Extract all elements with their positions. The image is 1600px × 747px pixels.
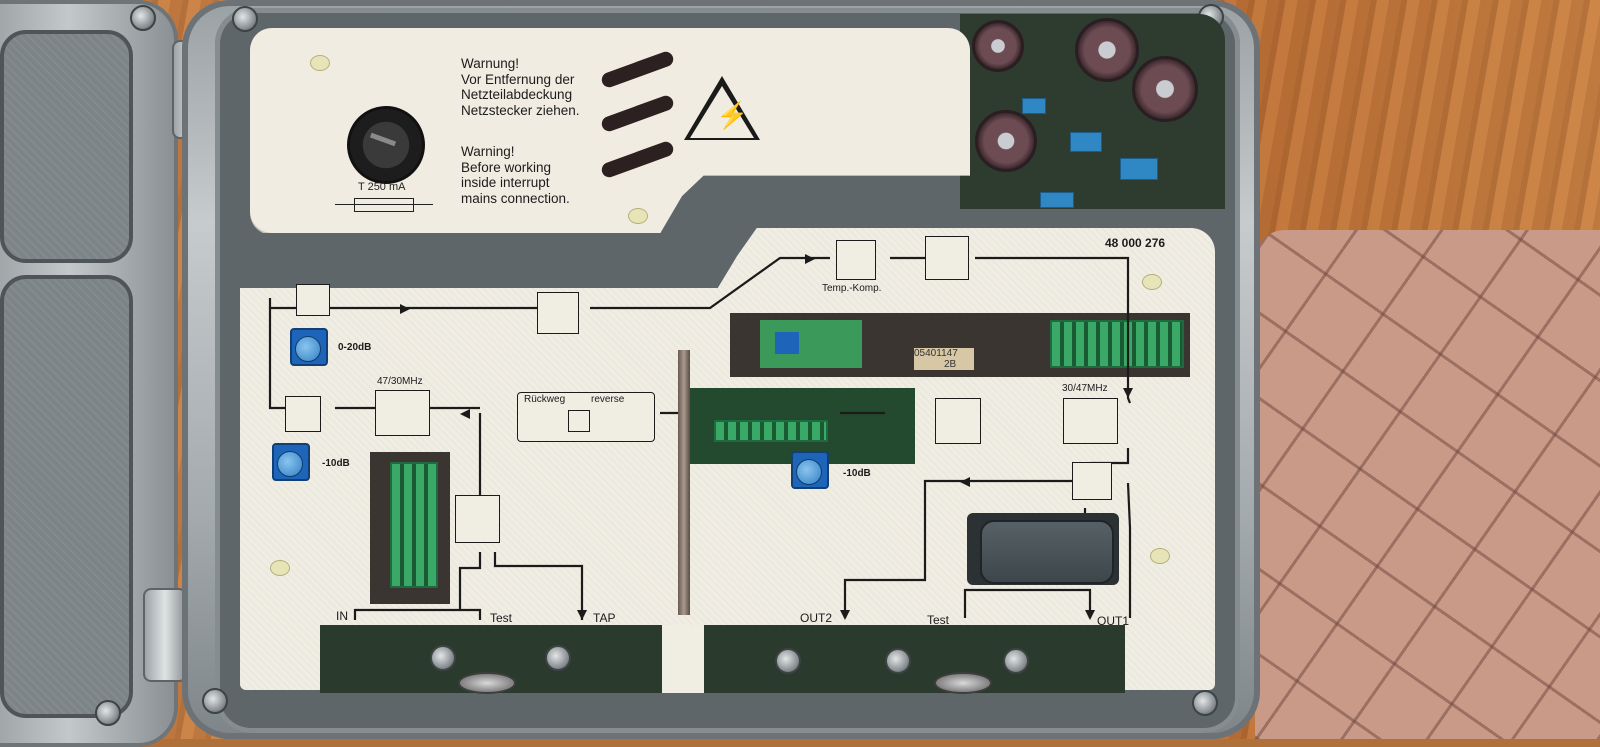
lightning-bolt-icon: ⚡ bbox=[716, 100, 749, 130]
hinge-bottom bbox=[143, 588, 187, 682]
blue-component bbox=[1070, 132, 1102, 152]
capacitor bbox=[975, 110, 1037, 172]
part-number: 48 000 276 bbox=[1105, 236, 1166, 250]
return-amplifier-symbol bbox=[568, 410, 590, 432]
housing-screw-tl bbox=[232, 6, 258, 32]
attenuator-pot-10db-left[interactable] bbox=[272, 443, 310, 481]
terminal-screw bbox=[885, 648, 911, 674]
terminal-screw bbox=[1003, 648, 1029, 674]
warning-english: Warning! Before working inside interrupt… bbox=[461, 144, 570, 206]
blue-component bbox=[1040, 192, 1074, 208]
lid-panel-upper bbox=[0, 30, 133, 263]
attenuator-pot-0-20db[interactable] bbox=[290, 328, 328, 366]
splitter-symbol bbox=[1072, 462, 1112, 500]
attenuator-pot-10db-center[interactable] bbox=[791, 451, 829, 489]
right-attenuator-symbol bbox=[935, 398, 981, 444]
fuse-symbol bbox=[335, 198, 433, 212]
lid-screw-bottom bbox=[95, 700, 121, 726]
tap-coupler-symbol bbox=[455, 495, 500, 543]
att-0-20db-label: 0-20dB bbox=[338, 342, 372, 353]
bay-separator bbox=[662, 625, 704, 693]
terminal-screw bbox=[775, 648, 801, 674]
attenuator-symbol bbox=[296, 284, 330, 316]
filter-right-label: 30/47MHz bbox=[1062, 383, 1108, 394]
mount-clip bbox=[1150, 548, 1170, 564]
capacitor bbox=[1132, 56, 1198, 122]
temp-comp-symbol bbox=[836, 240, 876, 280]
temp-comp-label: Temp.-Komp. bbox=[822, 283, 882, 294]
pcb-code: 05401147 bbox=[914, 348, 958, 359]
port-out2-label: OUT2 bbox=[800, 611, 833, 625]
fuse-holder bbox=[347, 106, 425, 184]
mount-clip bbox=[270, 560, 290, 576]
return-path-label: Rückweg bbox=[524, 394, 566, 405]
port-tap-label: TAP bbox=[593, 611, 616, 625]
blue-component bbox=[1022, 98, 1046, 114]
housing-screw-bl bbox=[202, 688, 228, 714]
terminal-screw bbox=[545, 645, 571, 671]
lid-panel-lower bbox=[0, 275, 133, 718]
forward-amplifier-symbol bbox=[537, 292, 579, 334]
mount-clip bbox=[628, 208, 648, 224]
warning-german: Warnung! Vor Entfernung der Netzteilabde… bbox=[461, 56, 580, 118]
shield-divider bbox=[678, 350, 690, 615]
patterned-rug bbox=[1255, 230, 1600, 739]
return-attenuator-symbol bbox=[285, 396, 321, 432]
diplex-filter-left bbox=[375, 390, 430, 436]
capacitor bbox=[972, 20, 1024, 72]
center-pin-header bbox=[714, 420, 828, 442]
port-out1-label: OUT1 bbox=[1097, 614, 1130, 628]
port-test-left-label: Test bbox=[490, 611, 513, 625]
output-amplifier-symbol bbox=[925, 236, 969, 280]
mount-clip bbox=[1142, 274, 1162, 290]
terminal-screw bbox=[430, 645, 456, 671]
pot-knob-icon[interactable] bbox=[796, 459, 822, 485]
pcb-code-2: 2B bbox=[944, 359, 957, 370]
signal-flow-diagram bbox=[268, 254, 1133, 620]
pot-knob-icon[interactable] bbox=[295, 336, 321, 362]
capacitor bbox=[1075, 18, 1139, 82]
lid-screw-top bbox=[130, 5, 156, 31]
warning-triangle-inner bbox=[690, 86, 754, 138]
pin-header bbox=[1050, 320, 1184, 368]
filter-left-label: 47/30MHz bbox=[377, 376, 423, 387]
diplex-filter-right bbox=[1063, 398, 1118, 444]
test-port-connector-right[interactable] bbox=[934, 672, 992, 694]
return-path-label-en: reverse bbox=[591, 394, 625, 405]
att-10db-left-label: -10dB bbox=[322, 458, 350, 469]
blue-component bbox=[1120, 158, 1158, 180]
port-test-right-label: Test bbox=[927, 613, 950, 627]
housing-screw-br bbox=[1192, 690, 1218, 716]
pcb-sticker: 05401147 2B bbox=[914, 348, 974, 370]
vertical-pin-header bbox=[390, 462, 438, 588]
test-port-connector-left[interactable] bbox=[458, 672, 516, 694]
att-10db-center-label: -10dB bbox=[843, 468, 871, 479]
pot-knob-icon[interactable] bbox=[277, 451, 303, 477]
mount-clip bbox=[310, 55, 330, 71]
fuse-rating: T 250 mA bbox=[358, 181, 406, 193]
rubber-plug[interactable] bbox=[980, 520, 1114, 584]
port-in-label: IN bbox=[336, 609, 348, 623]
trimmer-pot[interactable] bbox=[775, 332, 799, 354]
